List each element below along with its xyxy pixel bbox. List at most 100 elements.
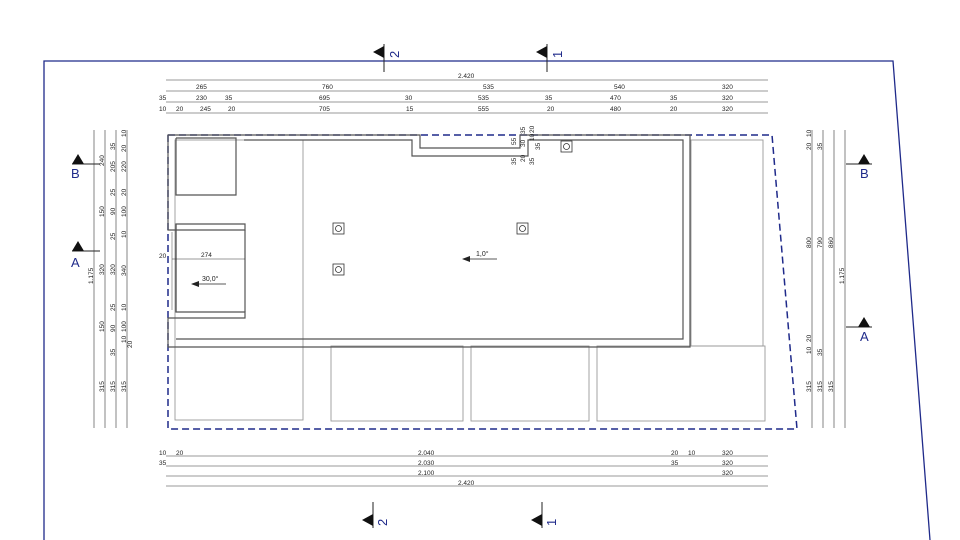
svg-text:320: 320 [722, 460, 733, 467]
svg-text:100: 100 [121, 206, 128, 217]
section-marker-1-bottom: 1 [531, 502, 559, 528]
svg-text:1: 1 [544, 519, 559, 526]
svg-text:55: 55 [511, 137, 518, 145]
svg-text:150: 150 [99, 321, 106, 332]
svg-text:320: 320 [99, 264, 106, 275]
section-marker-b-left: B [71, 154, 100, 181]
svg-text:20: 20 [529, 125, 536, 133]
svg-text:20: 20 [176, 106, 184, 113]
svg-text:35: 35 [520, 126, 527, 134]
svg-text:20: 20 [671, 450, 679, 457]
svg-text:245: 245 [200, 106, 211, 113]
svg-text:2.030: 2.030 [418, 460, 435, 467]
svg-text:535: 535 [478, 95, 489, 102]
svg-text:20: 20 [806, 334, 813, 342]
svg-text:470: 470 [610, 95, 621, 102]
svg-text:35: 35 [159, 95, 167, 102]
svg-text:A: A [860, 329, 869, 344]
left-dimension-chains: 1.175 240 150 320 150 315 35 205 25 90 2… [88, 129, 134, 428]
svg-text:860: 860 [828, 237, 835, 248]
svg-text:20: 20 [806, 142, 813, 150]
roof-outline [167, 134, 798, 430]
drain-symbol [332, 140, 573, 276]
svg-text:1.175: 1.175 [839, 267, 846, 284]
svg-text:315: 315 [99, 381, 106, 392]
balcony-width-dimension: 274 20 [159, 252, 245, 260]
svg-text:20: 20 [121, 144, 128, 152]
svg-text:35: 35 [817, 142, 824, 150]
svg-text:10: 10 [159, 106, 167, 113]
svg-text:540: 540 [614, 84, 625, 91]
section-marker-b-right: B [846, 154, 872, 181]
svg-text:340: 340 [121, 265, 128, 276]
svg-text:15: 15 [406, 106, 414, 113]
svg-text:315: 315 [121, 381, 128, 392]
svg-text:2.420: 2.420 [458, 73, 475, 80]
svg-text:320: 320 [722, 95, 733, 102]
svg-text:35: 35 [817, 348, 824, 356]
svg-text:205: 205 [110, 161, 117, 172]
svg-text:320: 320 [722, 470, 733, 477]
svg-text:20: 20 [176, 450, 184, 457]
upper-floor-walls [167, 134, 691, 348]
svg-text:25: 25 [110, 303, 117, 311]
svg-text:B: B [860, 166, 869, 181]
svg-text:2: 2 [375, 519, 390, 526]
right-dimension-chains: 1.175 860 315 35 790 35 315 20 10 800 20… [806, 129, 846, 428]
svg-text:20: 20 [228, 106, 236, 113]
section-marker-2-top: 2 [373, 44, 402, 72]
svg-text:320: 320 [722, 106, 733, 113]
svg-text:35: 35 [225, 95, 233, 102]
step-dimensions: 55 35 30 20 10 35 35 20 35 [511, 125, 542, 165]
svg-text:320: 320 [722, 450, 733, 457]
svg-text:100: 100 [121, 321, 128, 332]
svg-text:10: 10 [159, 450, 167, 457]
svg-text:265: 265 [196, 84, 207, 91]
svg-text:220: 220 [121, 161, 128, 172]
bottom-dimension-chains: 10 20 2.040 20 10 320 35 2.030 35 320 2.… [159, 450, 768, 487]
svg-text:1: 1 [550, 51, 565, 58]
svg-text:10: 10 [806, 346, 813, 354]
balcony-slope-label: 30,0° [202, 275, 219, 283]
svg-text:25: 25 [110, 188, 117, 196]
svg-text:20: 20 [520, 154, 527, 162]
svg-text:10: 10 [529, 133, 536, 141]
balcony-slope-arrow: 30,0° [191, 275, 226, 287]
svg-text:20: 20 [127, 340, 134, 348]
svg-text:35: 35 [110, 142, 117, 150]
svg-text:35: 35 [511, 157, 518, 165]
svg-text:35: 35 [159, 460, 167, 467]
svg-text:1.175: 1.175 [88, 267, 95, 284]
svg-text:760: 760 [322, 84, 333, 91]
svg-text:35: 35 [110, 348, 117, 356]
svg-text:10: 10 [688, 450, 696, 457]
svg-text:2.100: 2.100 [418, 470, 435, 477]
section-marker-a-left: A [71, 241, 100, 270]
svg-text:30: 30 [405, 95, 413, 102]
svg-text:20: 20 [670, 106, 678, 113]
svg-text:35: 35 [535, 142, 542, 150]
svg-text:230: 230 [196, 95, 207, 102]
svg-text:2: 2 [387, 51, 402, 58]
svg-text:35: 35 [671, 460, 679, 467]
site-boundary [43, 60, 931, 540]
svg-text:480: 480 [610, 106, 621, 113]
svg-text:10: 10 [121, 129, 128, 137]
svg-text:790: 790 [817, 237, 824, 248]
svg-text:10: 10 [121, 303, 128, 311]
svg-text:10: 10 [121, 230, 128, 238]
svg-text:800: 800 [806, 237, 813, 248]
svg-text:25: 25 [110, 232, 117, 240]
roof-slope-label: 1,0° [476, 250, 489, 258]
balcony-side-label: 20 [159, 253, 167, 260]
svg-text:35: 35 [545, 95, 553, 102]
svg-text:90: 90 [110, 207, 117, 215]
svg-text:315: 315 [828, 381, 835, 392]
svg-text:2.040: 2.040 [418, 450, 435, 457]
svg-text:555: 555 [478, 106, 489, 113]
svg-text:695: 695 [319, 95, 330, 102]
svg-text:320: 320 [722, 84, 733, 91]
svg-text:535: 535 [483, 84, 494, 91]
svg-text:20: 20 [547, 106, 555, 113]
